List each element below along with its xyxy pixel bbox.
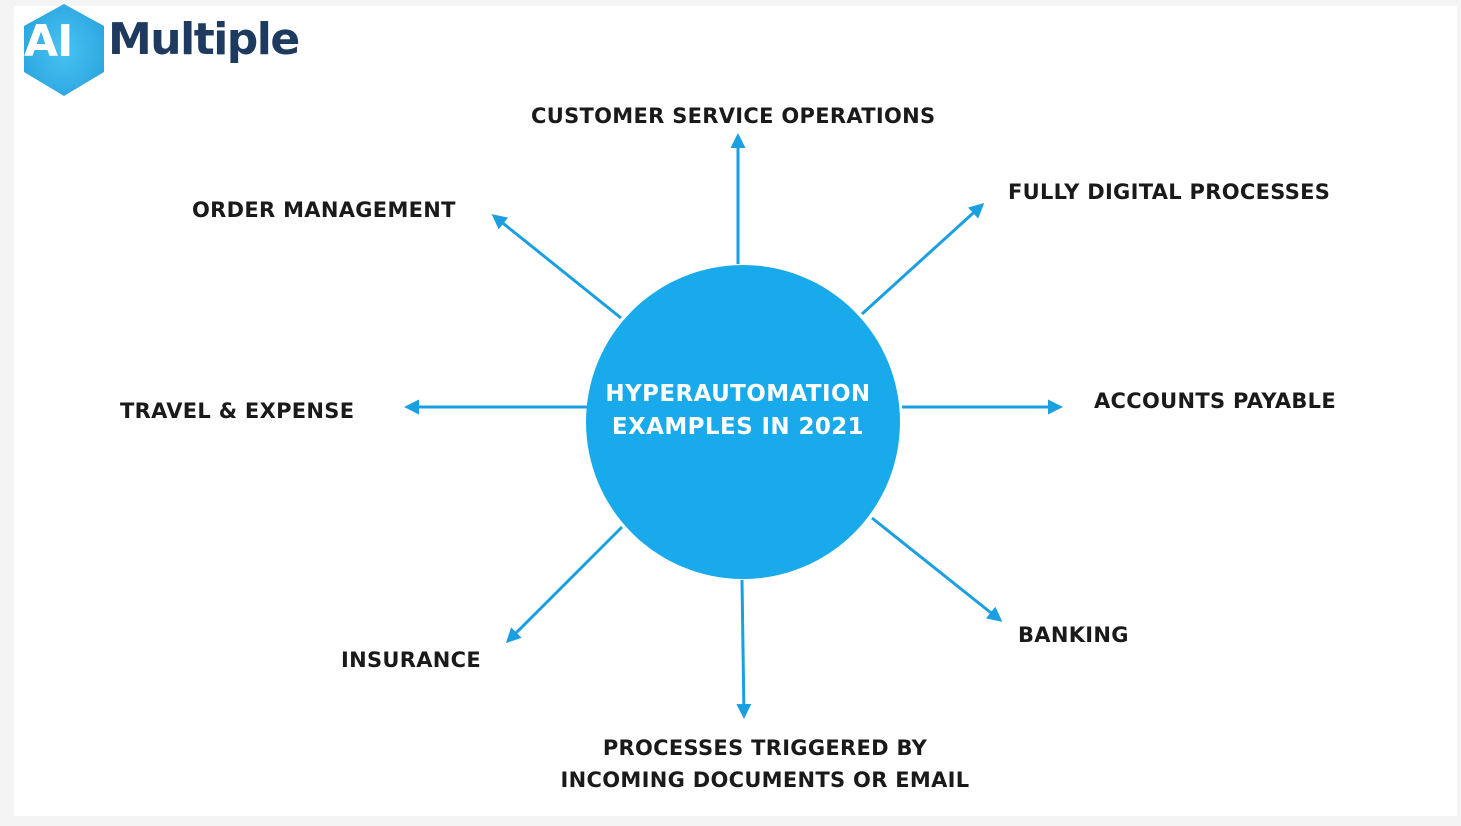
hub-title-line-1: HYPERAUTOMATION <box>605 381 871 407</box>
hub-circle <box>586 265 900 579</box>
label-accounts-payable: ACCOUNTS PAYABLE <box>1094 389 1337 413</box>
logo-mark-text: AI <box>24 16 73 67</box>
label-customer-service-operations: CUSTOMER SERVICE OPERATIONS <box>531 104 936 128</box>
label-fully-digital-processes: FULLY DIGITAL PROCESSES <box>1008 180 1331 204</box>
connector-processes-triggered <box>736 579 752 719</box>
connector-fully-digital <box>860 202 985 316</box>
logo-wordmark: Multiple <box>108 14 300 65</box>
hub-title: HYPERAUTOMATION EXAMPLES IN 2021 <box>588 378 888 444</box>
label-insurance: INSURANCE <box>341 648 482 672</box>
label-banking: BANKING <box>1018 623 1129 647</box>
hub-title-line-2: EXAMPLES IN 2021 <box>611 414 865 440</box>
logo-hexagon-icon <box>24 4 104 96</box>
aimultiple-logo: AI Multiple <box>16 2 316 102</box>
label-processes-triggered-line-2: INCOMING DOCUMENTS OR EMAIL <box>560 768 970 792</box>
label-processes-triggered-line-1: PROCESSES TRIGGERED BY <box>602 736 928 760</box>
connector-insurance <box>505 525 624 644</box>
label-travel-expense: TRAVEL & EXPENSE <box>120 399 355 423</box>
connector-banking <box>871 516 1003 622</box>
connector-order-management <box>491 214 622 320</box>
label-order-management: ORDER MANAGEMENT <box>192 198 456 222</box>
